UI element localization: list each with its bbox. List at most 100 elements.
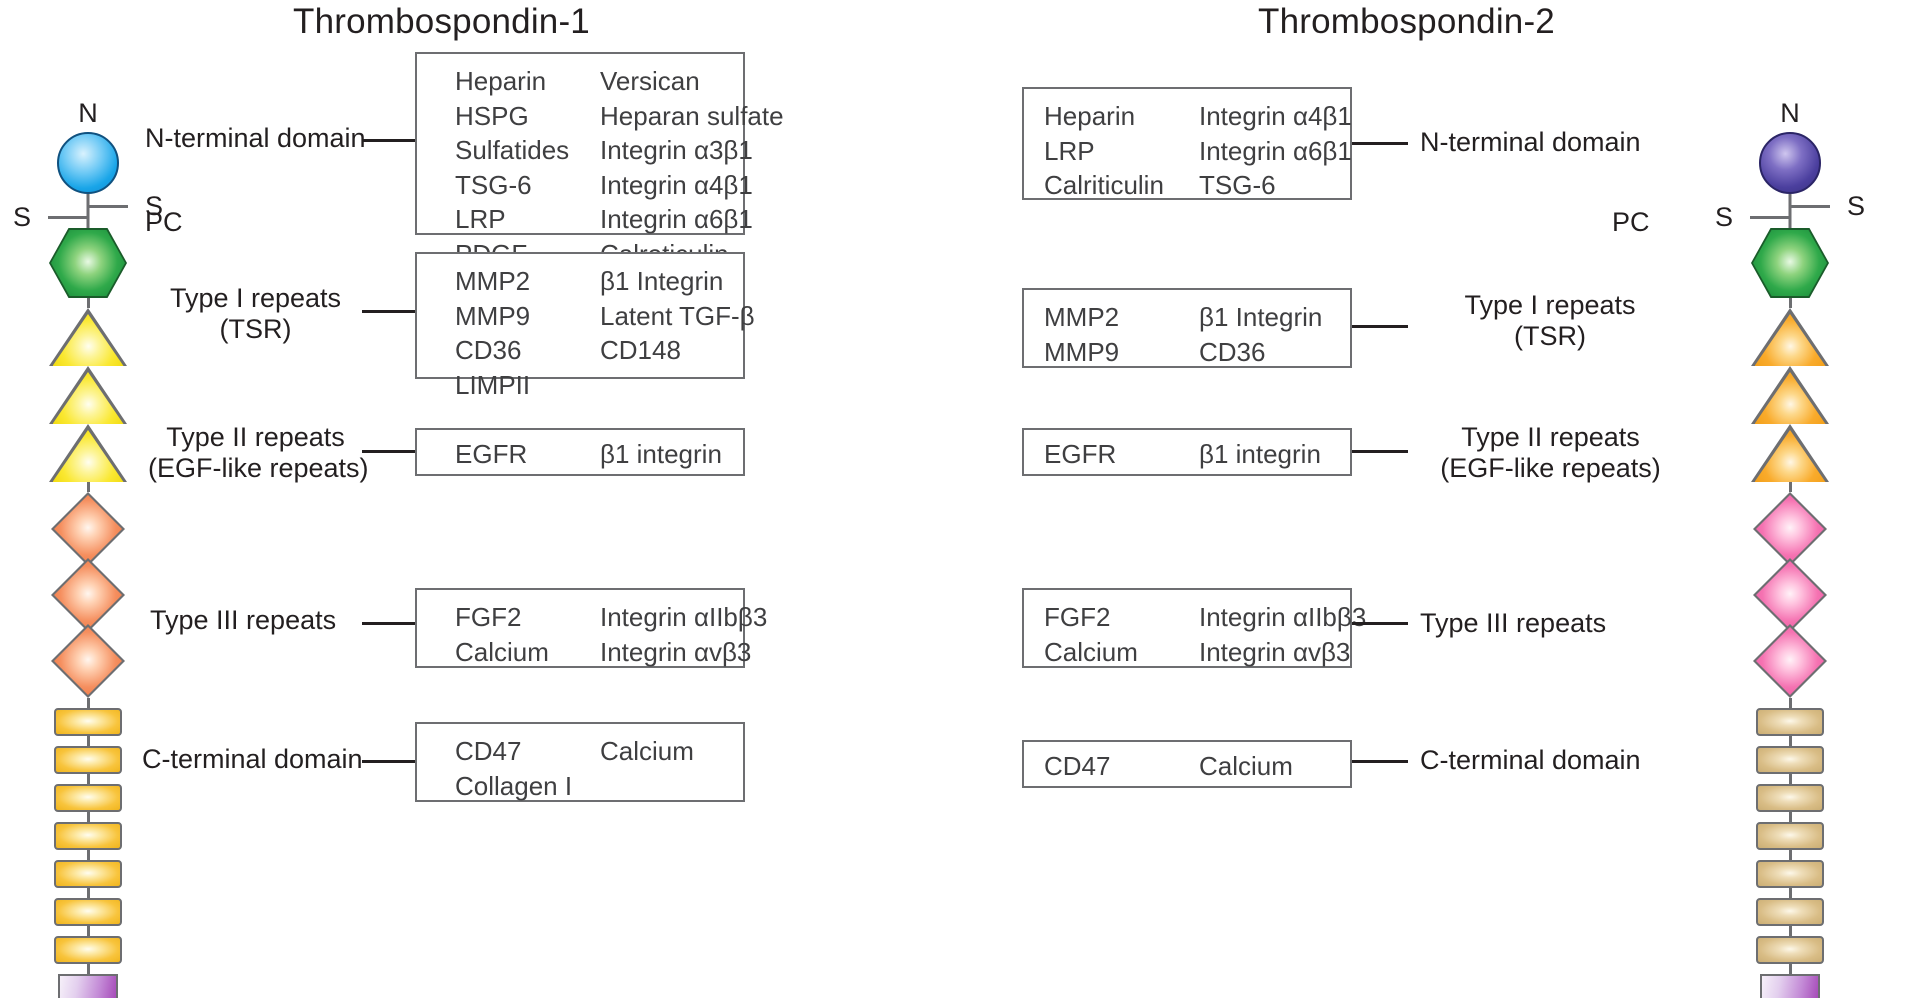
domain-shape-type-ii-3-tsp1 <box>51 624 125 698</box>
domain-label-type-i-line2-tsp1: (TSR) <box>219 314 292 345</box>
info-cell: Calriticulin <box>1044 170 1164 201</box>
domain-shape-type-i-3-tsp2 <box>1751 424 1829 482</box>
chain-linker <box>86 888 90 898</box>
info-cell: EGFR <box>1044 439 1117 469</box>
n-terminus-label-tsp2: N <box>1780 98 1800 128</box>
protein-chain-tsp2: N S S <box>1715 98 1865 998</box>
info-cell: MMP9 <box>455 300 531 331</box>
info-cell: β1 integrin <box>600 439 722 469</box>
info-cell: Collagen I <box>455 770 573 801</box>
info-cell: TSG-6 <box>1199 170 1276 201</box>
domain-shape-type-ii-3-tsp2 <box>1753 624 1827 698</box>
domain-label-type-ii-tsp1: Type II repeats (EGF-like repeats) <box>148 422 369 485</box>
disulfide-label-left-tsp1: S <box>13 202 32 232</box>
domain-shape-type-iii-2-tsp2 <box>1756 746 1824 774</box>
leader-line-type-i-tsp1 <box>362 310 418 313</box>
protein-chain-tsp1: N S S <box>13 98 163 998</box>
chain-linker <box>86 850 90 860</box>
leader-line-type-i-tsp2 <box>1352 325 1408 328</box>
domain-label-type-ii-line1-tsp1: Type II repeats <box>166 422 345 452</box>
chain-linker <box>86 964 90 974</box>
domain-shape-type-iii-6-tsp1 <box>54 898 122 926</box>
chain-linker <box>86 774 90 784</box>
domain-label-n-terminal-tsp1: N-terminal domain <box>145 123 366 153</box>
chain-linker <box>1788 774 1792 784</box>
domain-shape-type-iii-5-tsp2 <box>1756 860 1824 888</box>
domain-label-c-terminal-tsp2: C-terminal domain <box>1420 745 1641 775</box>
domain-label-type-ii-line2-tsp1: (EGF-like repeats) <box>148 453 369 484</box>
leader-line-type-iii-tsp1 <box>362 622 418 625</box>
leader-line-n-terminal-tsp2 <box>1352 142 1408 145</box>
info-cell: Integrin α4β1 <box>1199 101 1352 131</box>
chain-linker <box>86 736 90 746</box>
disulfide-label-left-tsp2: S <box>1715 202 1734 232</box>
info-cell: Integrin α6β1 <box>600 204 753 235</box>
domain-shape-type-iii-3-tsp2 <box>1756 784 1824 812</box>
chain-linker <box>1788 482 1792 492</box>
domain-shape-type-ii-1-tsp1 <box>51 492 125 566</box>
domain-shape-c-terminal-tsp1 <box>58 974 118 998</box>
n-terminus-label-tsp1: N <box>78 98 98 128</box>
info-cell: MMP2 <box>455 266 531 296</box>
chain-linker <box>1788 812 1792 822</box>
chain-linker <box>1788 964 1792 974</box>
domain-label-type-ii-line1-tsp2: Type II repeats <box>1461 422 1640 452</box>
domain-shape-pc-tsp1 <box>49 228 127 298</box>
info-cell: FGF2 <box>1044 602 1111 632</box>
domain-label-n-terminal-tsp2: N-terminal domain <box>1420 127 1641 157</box>
info-cell: Calcium <box>600 736 694 766</box>
domain-shape-type-i-2-tsp2 <box>1751 366 1829 424</box>
chain-linker <box>86 298 90 308</box>
domain-shape-type-i-2-tsp1 <box>49 366 127 424</box>
info-box-c-terminal-tsp1: CD47 Calcium Collagen I <box>415 722 745 802</box>
info-box-type-iii-tsp1: FGF2 Integrin αIIbβ3 Calcium Integrin αv… <box>415 588 767 668</box>
domain-shape-n-terminal-tsp1 <box>57 132 119 194</box>
domain-label-type-iii-tsp2: Type III repeats <box>1420 608 1607 638</box>
chain-linker <box>86 482 90 492</box>
chain-linker <box>1788 850 1792 860</box>
info-cell: CD36 <box>455 335 522 366</box>
info-cell: CD148 <box>600 335 681 366</box>
chain-linker <box>1788 698 1792 708</box>
info-cell: HSPG <box>455 100 529 131</box>
info-box-c-terminal-tsp2: CD47 Calcium <box>1022 740 1352 788</box>
domain-label-type-i-tsp1: Type I repeats (TSR) <box>148 283 363 346</box>
domain-shape-type-i-3-tsp1 <box>49 424 127 482</box>
domain-shape-type-iii-3-tsp1 <box>54 784 122 812</box>
info-cell: FGF2 <box>455 602 522 632</box>
info-cell: CD47 <box>1044 751 1111 781</box>
domain-label-type-ii-tsp2: Type II repeats (EGF-like repeats) <box>1418 422 1683 485</box>
info-cell: MMP2 <box>1044 302 1120 332</box>
domain-label-type-i-line1-tsp1: Type I repeats <box>169 283 342 313</box>
info-cell: Integrin α3β1 <box>600 135 753 166</box>
info-box-type-i-tsp2: MMP2 β1 Integrin MMP9 CD36 <box>1022 288 1352 368</box>
domain-shape-type-iii-4-tsp1 <box>54 822 122 850</box>
domain-label-pc-tsp1: PC <box>145 207 183 237</box>
info-cell: Integrin αIIbβ3 <box>600 602 768 632</box>
info-cell: LRP <box>1044 135 1095 166</box>
domain-label-type-i-tsp2: Type I repeats (TSR) <box>1420 290 1680 353</box>
leader-line-type-ii-tsp1 <box>362 450 418 453</box>
domain-label-pc-tsp2: PC <box>1612 207 1650 237</box>
chain-linker <box>1788 736 1792 746</box>
domain-shape-type-ii-2-tsp1 <box>51 558 125 632</box>
chain-linker <box>1788 888 1792 898</box>
disulfide-bonds-tsp2: S S <box>1715 193 1865 232</box>
chain-linker <box>1788 298 1792 308</box>
info-cell: Calcium <box>1199 751 1293 781</box>
info-cell: Sulfatides <box>455 135 570 166</box>
domain-shape-type-ii-1-tsp2 <box>1753 492 1827 566</box>
info-cell: Integrin αvβ3 <box>1199 636 1351 667</box>
info-cell: Calcium <box>1044 636 1138 667</box>
info-cell: LRP <box>455 204 506 235</box>
domain-shape-type-ii-2-tsp2 <box>1753 558 1827 632</box>
leader-line-c-terminal-tsp2 <box>1352 760 1408 763</box>
info-cell: β1 Integrin <box>600 266 724 296</box>
info-cell: CD36 <box>1199 336 1266 367</box>
info-cell: Versican <box>600 66 700 96</box>
domain-label-type-i-line1-tsp2: Type I repeats <box>1464 290 1636 320</box>
info-cell: EGFR <box>455 439 528 469</box>
info-box-type-iii-tsp2: FGF2 Integrin αIIbβ3 Calcium Integrin αv… <box>1022 588 1366 668</box>
chain-linker <box>86 698 90 708</box>
info-cell: LIMPII <box>455 369 531 400</box>
